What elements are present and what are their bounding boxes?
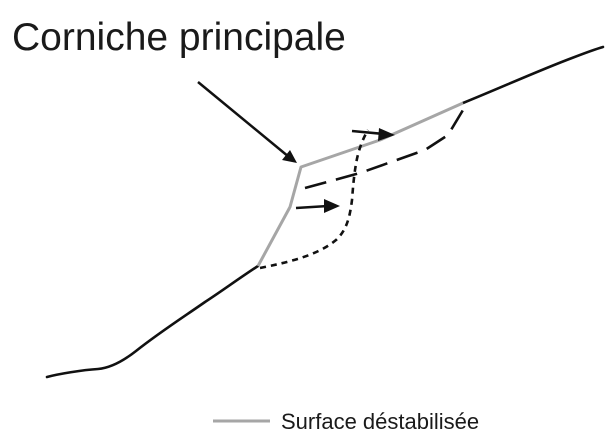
legend-label: Surface déstabilisée: [281, 409, 479, 434]
destabilized-surface-line: [258, 103, 463, 266]
legend: Surface déstabilisée: [213, 409, 479, 434]
terrain-profile-upper: [463, 47, 603, 103]
dashed-failure-surface: [305, 105, 466, 188]
title-corniche-principale: Corniche principale: [12, 16, 346, 59]
movement-arrow-lower: [296, 206, 328, 208]
movement-arrowhead-lower: [324, 199, 340, 213]
terrain-profile-lower: [47, 266, 258, 377]
scarp-pointer-arrow: [198, 82, 289, 157]
movement-arrowhead-upper: [378, 128, 395, 141]
